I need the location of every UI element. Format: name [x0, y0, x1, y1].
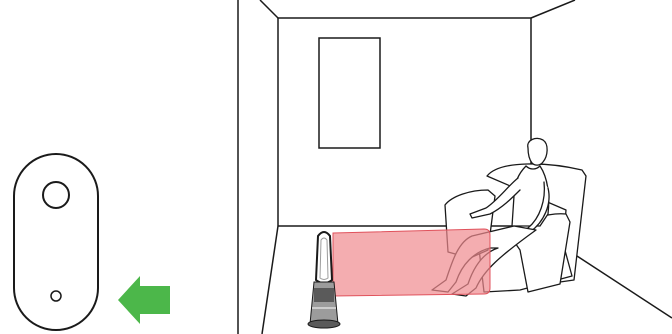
- room-floor-left: [262, 226, 278, 334]
- fan-base-grille: [314, 288, 334, 302]
- left-arrow-icon: [118, 276, 170, 324]
- fan-loop-inner: [320, 238, 328, 280]
- room-ceiling-left: [260, 0, 278, 18]
- fan-foot: [308, 320, 340, 328]
- remote-body: [14, 154, 98, 330]
- remote-top-button: [43, 182, 69, 208]
- wall-picture-frame-icon: [319, 38, 380, 148]
- heat-beam: [333, 229, 490, 296]
- remote-bottom-button: [51, 291, 61, 301]
- person-head: [528, 138, 547, 165]
- remote-control-icon: [14, 154, 98, 330]
- room-ceiling-right: [531, 0, 575, 18]
